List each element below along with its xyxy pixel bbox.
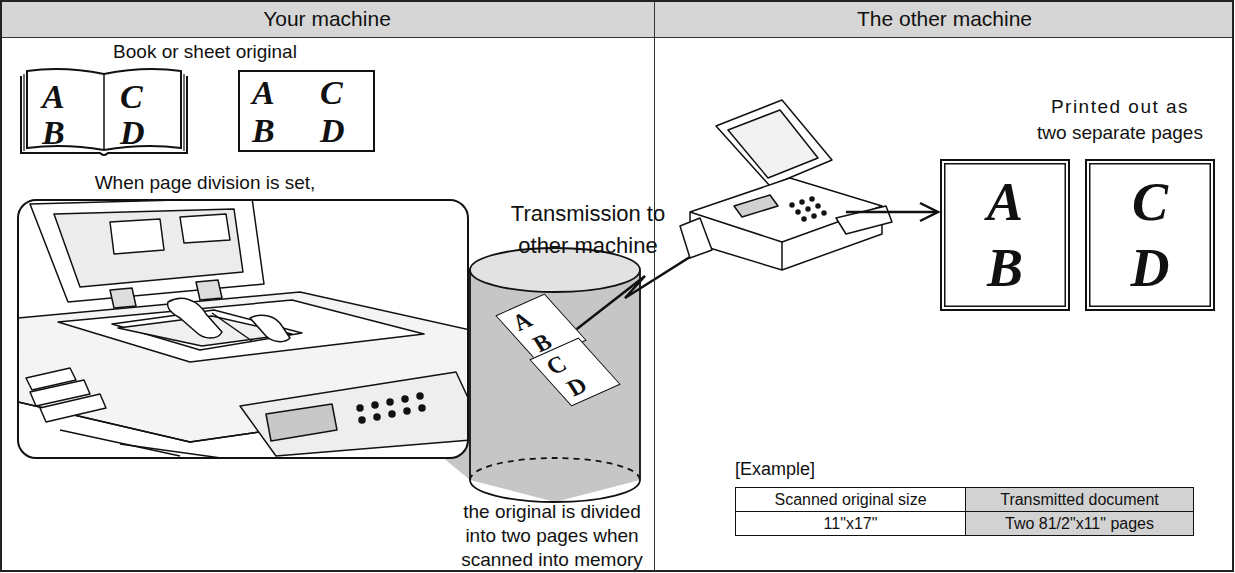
drawing-part (359, 417, 365, 423)
book-original: A C B D (18, 66, 190, 156)
drawing-part (18, 200, 468, 458)
drawing-part (250, 315, 290, 341)
drawing-part (810, 197, 814, 201)
drawing-part (716, 100, 832, 186)
printed-page: AB (940, 159, 1070, 311)
caption-text: When page division is set, (55, 171, 355, 195)
drawing-part (54, 209, 243, 287)
drawing-part (387, 399, 393, 405)
letter-glyph: D (120, 116, 145, 150)
drawing-part (404, 408, 410, 414)
drawing-part (419, 405, 425, 411)
letter-glyph: B (987, 241, 1023, 295)
drawing-part (920, 203, 938, 221)
drawing-part (240, 372, 468, 456)
drawing-part (639, 270, 641, 480)
drawing-part (781, 242, 783, 270)
drawing-part (60, 430, 180, 456)
drawing-part (357, 405, 363, 411)
scanner-illustration (18, 198, 470, 462)
drawing-part (266, 404, 337, 441)
drawing-part (30, 200, 264, 302)
drawing-part (469, 270, 471, 480)
output-arrow (846, 203, 938, 221)
letter-glyph: A (252, 76, 275, 110)
drawing-part (18, 200, 468, 458)
drawing-part (40, 394, 106, 422)
printed-page: CD (1085, 159, 1215, 311)
drawing-part (374, 414, 380, 420)
table-cell: Transmitted document (965, 487, 1194, 512)
table-cell: 11"x17" (735, 511, 966, 536)
letter-glyph: C (540, 352, 572, 377)
letter-glyph: C (1132, 175, 1168, 229)
letter-glyph: D (320, 114, 345, 148)
letter-glyph: D (560, 374, 593, 400)
drawing-part (168, 298, 222, 338)
drawing-part (402, 396, 408, 402)
drawing-part (120, 444, 250, 458)
example-label: [Example] (735, 458, 855, 481)
panel-title: The other machine (857, 7, 1032, 31)
drawing-part (110, 219, 164, 254)
drawing-part (800, 200, 804, 204)
drawing-part (836, 206, 892, 234)
drawing-part (734, 195, 778, 217)
drawing-part (728, 110, 818, 178)
memory-drum (470, 248, 640, 502)
drawing-part (372, 402, 378, 408)
letter-glyph: C (320, 76, 343, 110)
table-cell: Scanned original size (735, 487, 966, 512)
drawing-part (790, 203, 794, 207)
fax-machine (680, 100, 892, 270)
letter-glyph: A (42, 80, 65, 114)
letter-glyph: D (1131, 241, 1170, 295)
drawing-part (812, 214, 816, 218)
drawing-part (196, 280, 222, 300)
drawing-part (470, 458, 640, 480)
drawing-part (417, 393, 423, 399)
letter-glyph: A (987, 175, 1023, 229)
machine-panel: Your machineACBDACBDABCD (0, 0, 655, 572)
panel-header: Your machine (0, 0, 654, 38)
caption-text: Book or sheet original (75, 40, 335, 64)
drawing-part (802, 217, 806, 221)
drawing-part (389, 411, 395, 417)
drawing-part (806, 207, 810, 211)
drawing-part (796, 210, 800, 214)
table-cell: Two 81/2"x11" pages (965, 511, 1194, 536)
drawing-part (822, 211, 826, 215)
panel-title: Your machine (263, 7, 391, 31)
drawing-part (846, 211, 936, 214)
drawing-part (470, 480, 640, 502)
caption-text: the original is divided into two pages w… (452, 500, 652, 572)
sheet-original: A C B D (238, 70, 375, 152)
book-pages (27, 69, 181, 150)
drawing-part (680, 218, 712, 258)
drawing-part (58, 300, 424, 362)
letter-glyph: C (120, 80, 143, 114)
letter-glyph: B (42, 116, 65, 150)
drawing-part (110, 288, 136, 308)
panel-header: The other machine (655, 0, 1234, 38)
arrow-label: Transmission to other machine (493, 198, 683, 262)
book-spine (103, 74, 105, 150)
drawing-part (816, 204, 820, 208)
letter-glyph: A (506, 308, 538, 333)
drawing-part (180, 214, 230, 243)
caption-text: Printed out as two separate pages (1034, 94, 1206, 146)
letter-glyph: B (252, 114, 275, 148)
